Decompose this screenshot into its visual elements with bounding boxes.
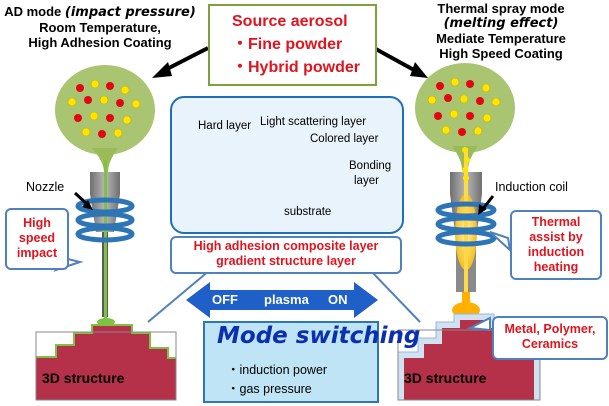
mode-item-gas-pressure: ・gas pressure xyxy=(227,382,312,396)
left-mode-header: AD mode (impact pressure) Room Temperatu… xyxy=(0,4,200,50)
left-3d-structure xyxy=(35,324,177,401)
label-bonding: Bonding xyxy=(349,160,392,172)
left-header-line2: Room Temperature, xyxy=(39,20,161,35)
right-induction-coil xyxy=(435,201,497,247)
layer-structure-panel xyxy=(170,96,404,234)
right-header-line2: (melting effect) xyxy=(443,16,559,31)
header-arrows xyxy=(152,46,428,78)
thermal-callout-tail xyxy=(489,231,512,253)
right-header-line1: Thermal spray mode xyxy=(437,1,565,16)
label-light-scattering-layer: Light scattering layer xyxy=(260,116,367,128)
mode-switching-box: Mode switching ・induction power ・gas pre… xyxy=(203,321,420,403)
impact-callout: High speed impact xyxy=(5,208,69,270)
mode-item-induction-power: ・induction power xyxy=(227,363,328,377)
left-particles xyxy=(67,79,141,138)
composite-layer-callout: High adhesion composite layer gradient s… xyxy=(170,236,402,274)
impact-line2: speed xyxy=(18,231,56,245)
mode-switching-title: Mode switching xyxy=(217,323,421,349)
materials-callout: Metal, Polymer, Ceramics xyxy=(492,316,608,360)
thermal-line1: Thermal xyxy=(531,215,581,229)
thermal-line4: heating xyxy=(533,260,579,274)
source-item-fine-powder: ・Fine powder xyxy=(232,36,343,53)
label-colored-layer: Colored layer xyxy=(310,133,379,145)
left-induction-coil xyxy=(75,197,135,243)
right-header-line3: Mediate Temperature xyxy=(436,31,566,46)
plasma-double-arrow xyxy=(186,282,378,318)
thermal-assist-callout: Thermal assist by induction heating xyxy=(510,210,602,280)
label-hard-layer: Hard layer xyxy=(198,120,252,132)
composite-line2: gradient structure layer xyxy=(216,254,356,268)
right-nozzle xyxy=(450,147,482,304)
right-particles xyxy=(427,77,501,136)
right-3d-structure-label: 3D structure xyxy=(404,370,487,386)
plasma-off-label: OFF xyxy=(212,292,238,307)
composite-leader-left xyxy=(147,269,211,323)
left-header-line1b: (impact pressure) xyxy=(64,5,196,20)
materials-callout-tail xyxy=(466,316,491,332)
composite-leader-right xyxy=(369,269,421,323)
thermal-line3: induction xyxy=(527,245,585,259)
plasma-label: plasma xyxy=(264,292,309,307)
impact-line3: impact xyxy=(16,246,58,260)
label-bonding-layer: layer xyxy=(354,175,379,187)
source-item-hybrid-powder: ・Hybrid powder xyxy=(232,59,361,76)
composite-line1: High adhesion composite layer xyxy=(193,239,379,253)
induction-coil-label: Induction coil xyxy=(495,180,568,194)
source-aerosol-box: Source aerosol ・Fine powder ・Hybrid powd… xyxy=(208,4,377,86)
left-header-line1a: AD mode xyxy=(4,4,65,19)
impact-line1: High xyxy=(23,216,51,230)
thermal-line2: assist by xyxy=(529,230,583,244)
right-mode-header: Thermal spray mode (melting effect) Medi… xyxy=(398,1,604,61)
left-3d-structure-label: 3D structure xyxy=(42,370,125,386)
materials-line1: Metal, Polymer, xyxy=(504,322,596,336)
source-title: Source aerosol xyxy=(232,13,348,30)
right-header-line4: High Speed Coating xyxy=(439,46,563,61)
label-substrate: substrate xyxy=(284,206,332,218)
nozzle-label: Nozzle xyxy=(26,180,65,194)
plasma-on-label: ON xyxy=(328,292,348,307)
materials-line2: Ceramics xyxy=(521,337,579,351)
left-powder-cloud xyxy=(55,65,155,172)
left-header-line3: High Adhesion Coating xyxy=(28,35,172,50)
